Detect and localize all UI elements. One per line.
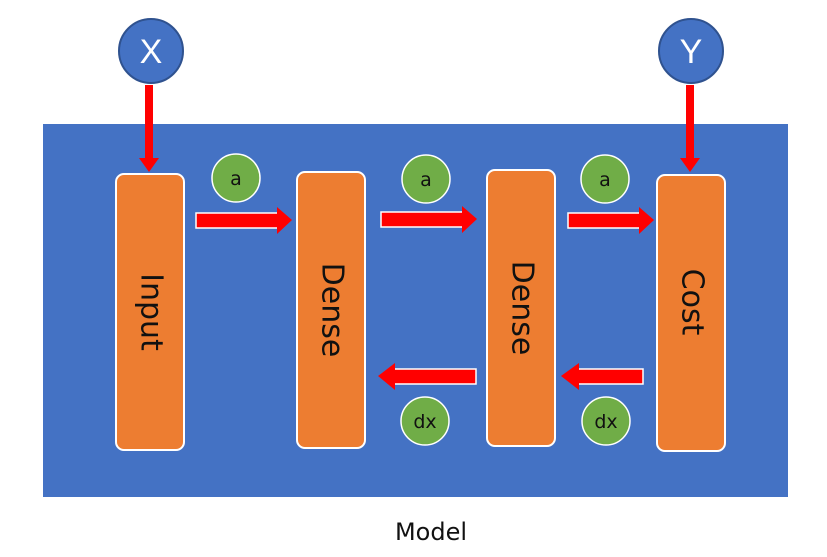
layer-input: Input	[115, 173, 185, 451]
x-input-node: X	[118, 18, 184, 84]
forward-badge-3-label: a	[599, 169, 611, 191]
backward-badge-1-label: dx	[413, 411, 436, 433]
backward-badge-2: dx	[581, 396, 631, 446]
model-caption: Model	[395, 518, 467, 546]
backward-badge-2-label: dx	[594, 411, 617, 433]
layer-input-label: Input	[134, 273, 169, 351]
forward-arrow-1	[195, 207, 292, 234]
forward-badge-3: a	[580, 154, 630, 204]
backward-badge-1: dx	[400, 396, 450, 446]
backward-arrow-1	[378, 363, 477, 390]
forward-badge-2-label: a	[420, 169, 432, 191]
x-input-label: X	[140, 33, 163, 71]
backward-arrow-2	[561, 363, 644, 390]
y-label-text: Y	[680, 33, 703, 71]
forward-arrow-2	[380, 206, 477, 233]
y-to-cost-arrow	[680, 85, 700, 172]
forward-badge-1-label: a	[230, 168, 242, 190]
layer-cost: Cost	[656, 174, 726, 452]
forward-arrow-3	[567, 207, 654, 234]
layer-dense-2: Dense	[486, 169, 556, 447]
forward-badge-1: a	[211, 153, 261, 203]
layer-dense-1-label: Dense	[315, 263, 350, 358]
layer-cost-label: Cost	[675, 269, 710, 336]
x-to-input-arrow	[139, 85, 159, 172]
layer-dense-2-label: Dense	[505, 261, 540, 356]
layer-dense-1: Dense	[296, 171, 366, 449]
y-label-node: Y	[658, 18, 724, 84]
forward-badge-2: a	[401, 154, 451, 204]
